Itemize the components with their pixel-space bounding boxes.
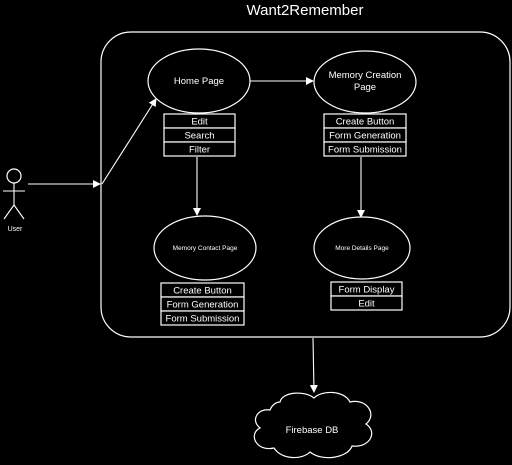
list-item: Filter: [189, 145, 210, 156]
memory-creation-ellipse: [313, 50, 417, 114]
memory-contact-label: Memory Contact Page: [173, 245, 238, 252]
actor-label: User: [8, 226, 23, 233]
list-item-box: [330, 295, 403, 311]
actor-left-leg: [3, 204, 15, 220]
node-memory-creation-page: Memory Creation Page: [313, 50, 417, 114]
diagram-title: Want2Remember: [247, 2, 364, 19]
node-home-page: Home Page: [147, 48, 251, 114]
list-item: Search: [184, 131, 214, 142]
list-item-box: [163, 141, 236, 157]
home-page-feature-list: Edit Search Filter: [163, 113, 236, 157]
list-item: Form Submission: [166, 314, 240, 325]
list-item: Form Generation: [329, 131, 401, 142]
edge-boundary-to-home: [101, 98, 157, 185]
home-page-ellipse: [147, 48, 251, 114]
more-details-feature-list: Form Display Edit: [330, 281, 403, 311]
list-item: Form Submission: [328, 145, 402, 156]
list-item: Create Button: [336, 117, 395, 128]
list-item: Form Display: [339, 285, 395, 296]
more-details-label: More Details Page: [335, 245, 389, 252]
node-more-details-page: More Details Page: [313, 216, 411, 280]
memory-creation-label-line2: Page: [354, 82, 376, 93]
list-item: Edit: [191, 117, 208, 128]
actor-head: [6, 168, 22, 184]
more-details-ellipse: [313, 216, 411, 280]
memory-creation-feature-list: Create Button Form Generation Form Submi…: [323, 113, 407, 157]
memory-creation-label-line1: Memory Creation: [329, 70, 402, 81]
actor-right-leg: [13, 204, 25, 220]
cloud-icon: [253, 391, 373, 459]
memory-contact-ellipse: [153, 215, 257, 281]
list-item: Form Generation: [167, 300, 239, 311]
node-firebase-db: Firebase DB: [253, 391, 373, 459]
user-actor: User: [3, 168, 25, 233]
home-page-label: Home Page: [174, 76, 224, 87]
edge-boundary-to-firebase: [309, 337, 318, 393]
list-item-box: [160, 310, 245, 326]
list-item: Edit: [358, 299, 375, 310]
memory-contact-feature-list: Create Button Form Generation Form Submi…: [160, 282, 245, 326]
firebase-label: Firebase DB: [286, 425, 339, 436]
list-item-box: [323, 141, 407, 157]
list-item: Create Button: [173, 286, 232, 297]
node-memory-contact-page: Memory Contact Page: [153, 215, 257, 281]
